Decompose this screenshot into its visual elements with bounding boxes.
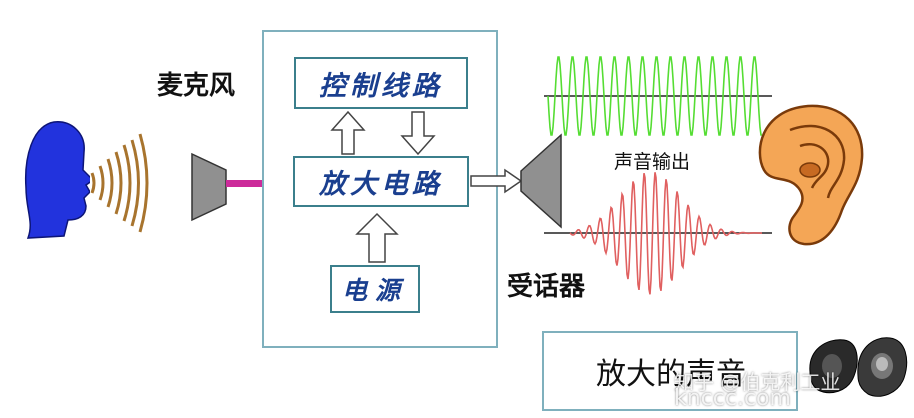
sound-waves-icon (90, 133, 149, 233)
hearing-aid-icon (809, 337, 908, 397)
louder-sound-box: 放大的声音 (542, 331, 798, 411)
louder-sound-label: 放大的声音 (596, 357, 746, 392)
watermark-line1: 知乎 @伯克利工业 (674, 370, 841, 394)
control-circuit-block: 控制线路 (294, 57, 468, 109)
circuit-container (262, 30, 498, 348)
amplifier-circuit-block: 放大电路 (293, 156, 469, 207)
ear-icon (758, 104, 864, 246)
speaker-icon (520, 133, 562, 229)
bottom-waveform (544, 172, 772, 295)
microphone-cable (226, 180, 264, 187)
head-icon (24, 121, 90, 239)
watermark-line2: knccc.com (674, 386, 791, 411)
receiver-label: 受话器 (507, 272, 586, 302)
top-waveform (544, 56, 772, 136)
microphone-label: 麦克风 (157, 71, 236, 101)
sound-output-label: 声音输出 (614, 151, 691, 173)
arrow-down-icon (400, 111, 436, 156)
arrow-up-icon (330, 110, 366, 155)
power-supply-block: 电源 (330, 265, 420, 313)
arrow-power-up-icon (355, 212, 399, 263)
arrow-right-icon (470, 168, 523, 194)
microphone-icon (191, 152, 227, 222)
